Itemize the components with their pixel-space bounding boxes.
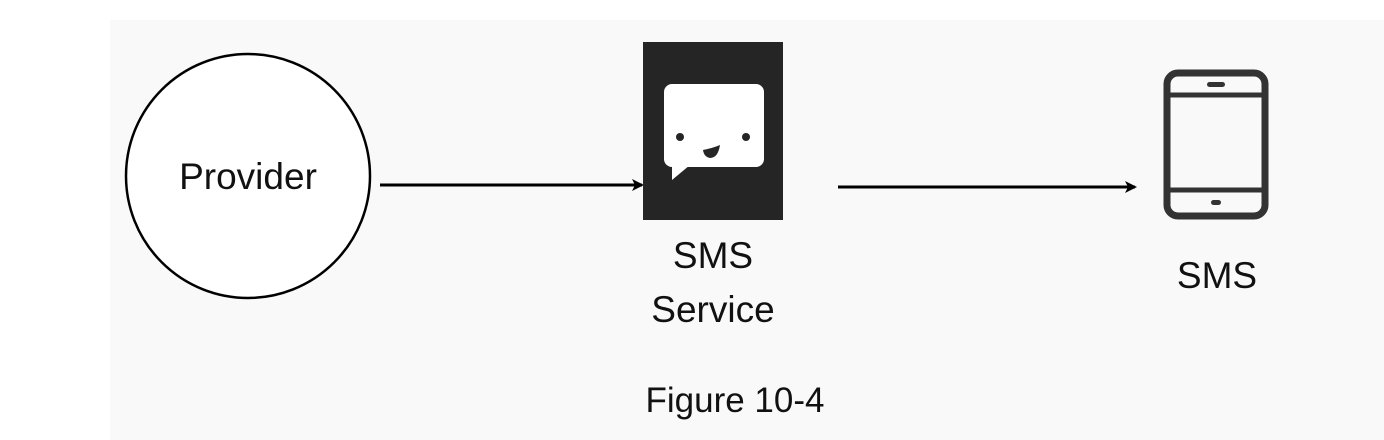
sms-label: SMS (1176, 255, 1258, 296)
sms-service-label-line2: Service (651, 288, 775, 330)
smartphone-icon (1163, 69, 1269, 220)
sms-service-label-line1: SMS (672, 235, 754, 276)
provider-node (124, 52, 372, 300)
figure-caption: Figure 10-4 (645, 381, 825, 420)
chat-bubble-icon (643, 42, 783, 220)
sms-service-label: SMS Service (613, 229, 813, 336)
provider-label: Provider (179, 156, 317, 197)
